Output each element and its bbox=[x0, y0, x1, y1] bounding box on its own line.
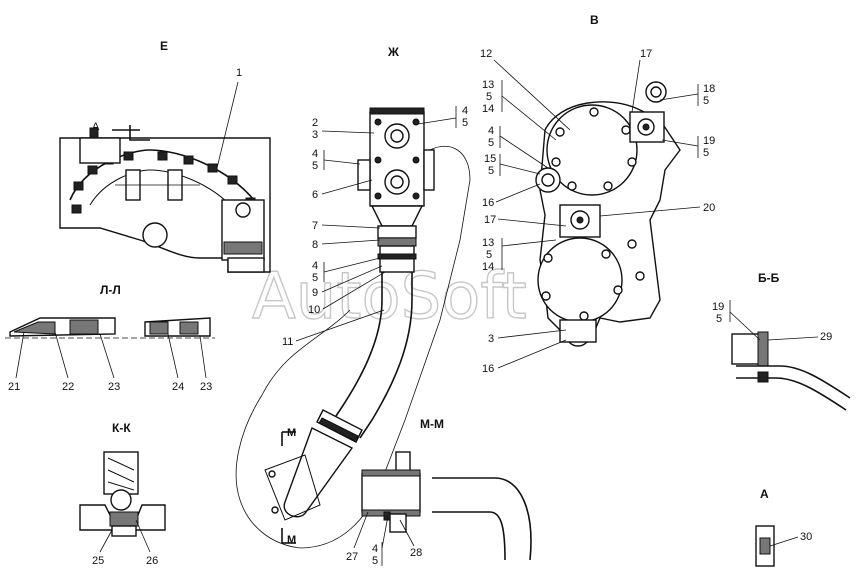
handle-lever-e bbox=[112, 125, 150, 141]
callout-mm-27: 27 bbox=[346, 551, 358, 563]
view-mm-title: М-М bbox=[420, 417, 444, 431]
outline-loop-zh bbox=[235, 145, 471, 549]
view-e: Е 1 А bbox=[59, 39, 271, 273]
callout-a-30: 30 bbox=[800, 531, 812, 543]
view-bb-title: Б-Б bbox=[758, 271, 780, 285]
callout-zh-10: 10 bbox=[308, 304, 320, 316]
hose-clamp-zh bbox=[316, 409, 363, 443]
section-m-top: М bbox=[287, 427, 296, 439]
view-kk-title: К-К bbox=[112, 421, 131, 435]
callout-zh-9: 9 bbox=[312, 287, 318, 299]
callout-v-18: 18 bbox=[703, 83, 715, 95]
callout-v-5c: 5 bbox=[488, 165, 494, 177]
callout-ll-21: 21 bbox=[8, 381, 20, 393]
callout-v-14a: 14 bbox=[482, 103, 494, 115]
callout-zh-5a: 5 bbox=[462, 117, 468, 129]
valve-block-e bbox=[79, 137, 121, 164]
callout-ll-23a: 23 bbox=[108, 381, 120, 393]
callout-v-20: 20 bbox=[703, 202, 715, 214]
view-mm: М-М 27 4 5 28 bbox=[346, 417, 532, 567]
marker-a: А bbox=[92, 121, 100, 133]
callout-v-3: 3 bbox=[488, 333, 494, 345]
view-a-title: А bbox=[760, 487, 769, 501]
valve-bolts-zh bbox=[374, 118, 420, 200]
callout-v-14b: 14 bbox=[482, 261, 494, 273]
pump-top-bolts bbox=[551, 107, 637, 191]
flange-ring-inner bbox=[89, 169, 236, 211]
callout-zh-11: 11 bbox=[282, 336, 293, 348]
callout-bb-5: 5 bbox=[716, 313, 722, 325]
callout-v-5d: 5 bbox=[703, 95, 709, 107]
callout-v-16b: 16 bbox=[482, 363, 494, 375]
callout-v-16a: 16 bbox=[482, 197, 494, 209]
pump-bottom-bolts bbox=[541, 239, 645, 321]
section-m-bottom: М bbox=[287, 534, 296, 546]
callout-zh-4a: 4 bbox=[462, 105, 468, 117]
callout-zh-7: 7 bbox=[312, 220, 318, 232]
view-ll-title: Л-Л bbox=[100, 283, 121, 297]
callout-kk-26: 26 bbox=[146, 555, 158, 567]
callout-v-13b: 13 bbox=[482, 237, 494, 249]
hose-11 bbox=[329, 272, 413, 439]
callout-mm-28: 28 bbox=[410, 547, 422, 559]
fitting-bb bbox=[731, 333, 763, 365]
callout-v-13a: 13 bbox=[482, 79, 494, 91]
callout-zh-4c: 4 bbox=[312, 260, 318, 272]
view-kk: К-К 25 26 bbox=[79, 421, 166, 567]
callout-zh-4b: 4 bbox=[312, 148, 318, 160]
pump-gear-top bbox=[546, 104, 638, 196]
callout-zh-3: 3 bbox=[312, 129, 318, 141]
ball-kk bbox=[110, 489, 132, 511]
view-ll: Л-Л 21 22 23 24 23 bbox=[5, 283, 215, 393]
callout-v-15: 15 bbox=[484, 153, 496, 165]
view-zh-title: Ж bbox=[387, 45, 399, 59]
callout-v-5a: 5 bbox=[486, 91, 492, 103]
callout-1: 1 bbox=[236, 67, 242, 79]
view-v-title: В bbox=[590, 13, 599, 27]
pipe-nipple-mm bbox=[361, 473, 421, 513]
outline-loop-zh-b bbox=[261, 309, 351, 396]
pipe-bb bbox=[736, 365, 851, 411]
callout-bb-29: 29 bbox=[820, 331, 832, 343]
callout-ll-22: 22 bbox=[62, 381, 74, 393]
mount-plate-zh bbox=[264, 454, 321, 521]
callout-v-4: 4 bbox=[488, 125, 494, 137]
hose-end-zh bbox=[283, 427, 354, 518]
callout-zh-8: 8 bbox=[312, 239, 318, 251]
callout-bb-19: 19 bbox=[712, 301, 724, 313]
view-e-title: Е bbox=[160, 39, 168, 53]
reducer-zh bbox=[370, 205, 424, 227]
callout-v-12: 12 bbox=[480, 48, 492, 60]
view-a: А 30 bbox=[755, 487, 812, 567]
callout-v-19: 19 bbox=[703, 135, 715, 147]
callout-v-5b: 5 bbox=[488, 137, 494, 149]
callout-zh-2: 2 bbox=[312, 117, 318, 129]
pump-gear-bottom bbox=[537, 237, 623, 323]
callout-zh-5b: 5 bbox=[312, 160, 318, 172]
callout-v-5e: 5 bbox=[703, 147, 709, 159]
callout-ll-24: 24 bbox=[172, 381, 184, 393]
callout-kk-25: 25 bbox=[92, 555, 104, 567]
callout-ll-23b: 23 bbox=[200, 381, 212, 393]
callout-mm-5: 5 bbox=[372, 555, 378, 567]
callout-v-5f: 5 bbox=[486, 249, 492, 261]
callout-v-17b: 17 bbox=[484, 214, 496, 226]
view-v: В 12 17 13 5 14 bbox=[480, 13, 715, 375]
callout-zh-5c: 5 bbox=[312, 272, 318, 284]
hose-mm bbox=[432, 477, 532, 561]
port-cap-e bbox=[142, 222, 168, 248]
callout-mm-4: 4 bbox=[372, 543, 378, 555]
callout-v-17a: 17 bbox=[640, 48, 652, 60]
callout-zh-6: 6 bbox=[312, 189, 318, 201]
view-zh: Ж М М 2 3 4 5 bbox=[235, 45, 471, 549]
view-bb: Б-Б 19 5 29 bbox=[712, 271, 851, 411]
